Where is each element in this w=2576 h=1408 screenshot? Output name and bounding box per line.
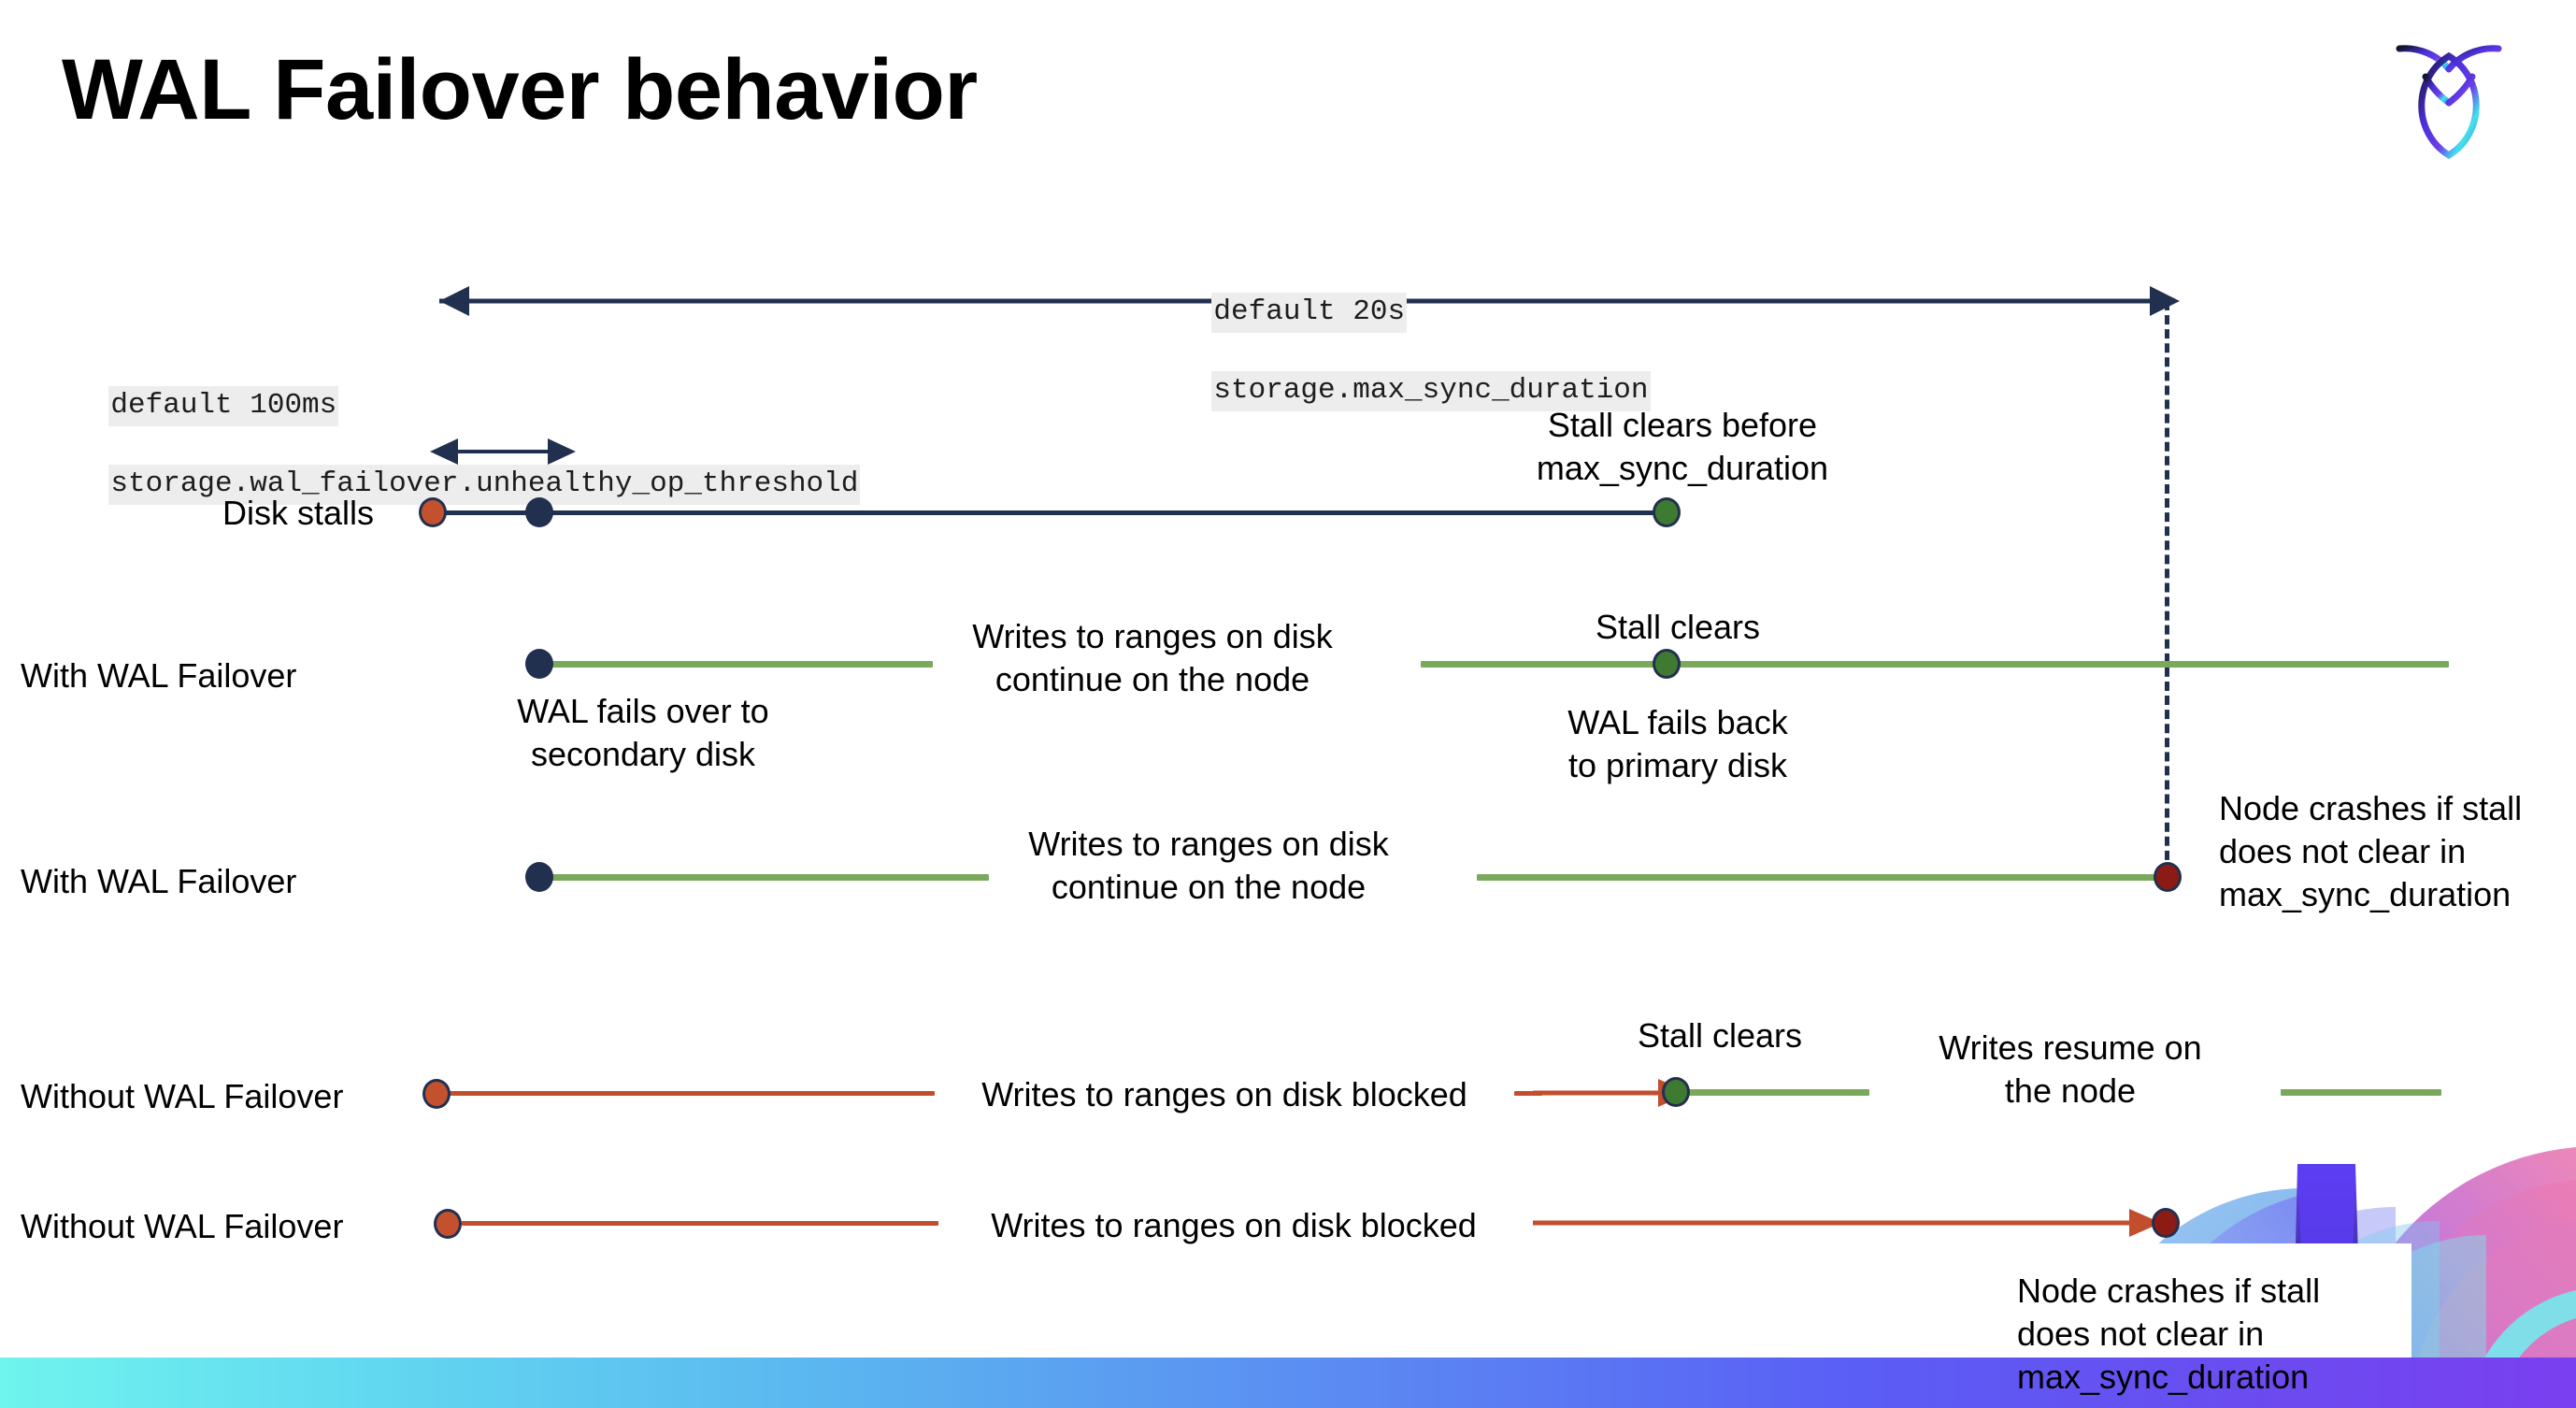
without-wal-2-stall-start-dot bbox=[434, 1209, 462, 1239]
disk-stalls-timeline-segment bbox=[432, 510, 1675, 515]
without-wal-1-blocked-segment-mid bbox=[1514, 1091, 1542, 1096]
disk-stall-clears-dot bbox=[1653, 497, 1681, 527]
note-stall-clears-1: Stall clears bbox=[1595, 608, 1761, 646]
without-wal-2-node-crash-arrow bbox=[1533, 1209, 2161, 1237]
note-writes-continue-on-node-1: Writes to ranges on disk continue on the… bbox=[972, 617, 1333, 699]
without-wal-1-blocked-segment-left bbox=[447, 1091, 935, 1096]
wal-failover-2-segment-left bbox=[540, 874, 989, 881]
cockroachdb-logo-icon bbox=[2388, 28, 2510, 164]
row-label-with-wal-failover-1: With WAL Failover bbox=[21, 656, 297, 695]
unhealthy-default-label: default 100ms bbox=[108, 385, 339, 426]
disk-stall-failover-trigger-dot bbox=[525, 497, 553, 527]
unhealthy-setting-label: storage.wal_failover.unhealthy_op_thresh… bbox=[108, 464, 861, 505]
without-wal-1-stall-start-dot bbox=[422, 1079, 451, 1109]
without-wal-2-node-crash-dot bbox=[2152, 1208, 2180, 1238]
note-writes-blocked-1: Writes to ranges on disk blocked bbox=[981, 1075, 1467, 1113]
page-title: WAL Failover behavior bbox=[62, 42, 978, 137]
wal-failover-1-segment-right bbox=[1421, 661, 2449, 668]
note-wal-fails-over-to-secondary-disk: WAL fails over to secondary disk bbox=[517, 692, 769, 774]
without-wal-1-resume-segment-tail bbox=[2281, 1089, 2441, 1096]
wal-failover-2-failover-dot bbox=[525, 862, 553, 892]
wal-failover-2-segment-right bbox=[1477, 874, 2170, 881]
row-label-without-wal-failover-1: Without WAL Failover bbox=[21, 1077, 344, 1115]
wal-failover-1-stall-clears-dot bbox=[1653, 649, 1681, 679]
max-sync-duration-dashed-connector bbox=[2165, 301, 2169, 888]
without-wal-1-resume-segment bbox=[1682, 1089, 1869, 1096]
unhealthy-op-threshold-annotation: default 100ms storage.wal_failover.unhea… bbox=[39, 348, 861, 543]
wal-failover-2-node-crash-dot bbox=[2154, 862, 2182, 892]
note-stall-clears-before-max-sync: Stall clears before max_sync_duration bbox=[1536, 406, 1829, 488]
note-writes-continue-on-node-2: Writes to ranges on disk continue on the… bbox=[1028, 825, 1389, 907]
row-label-with-wal-failover-2: With WAL Failover bbox=[21, 862, 297, 900]
wal-failover-1-segment-left bbox=[540, 661, 933, 668]
note-stall-clears-2: Stall clears bbox=[1637, 1016, 1803, 1055]
note-writes-resume-on-node: Writes resume on the node bbox=[1939, 1028, 2202, 1111]
note-wal-fails-back-to-primary-disk: WAL fails back to primary disk bbox=[1567, 703, 1788, 785]
max-sync-default-label: default 20s bbox=[1211, 292, 1408, 333]
note-writes-blocked-2: Writes to ranges on disk blocked bbox=[991, 1206, 1477, 1244]
without-wal-2-blocked-segment-left bbox=[462, 1221, 938, 1226]
row-label-without-wal-failover-2: Without WAL Failover bbox=[21, 1207, 344, 1245]
wal-failover-1-failover-dot bbox=[525, 649, 553, 679]
note-node-crashes-1: Node crashes if stall does not clear in … bbox=[2219, 789, 2523, 914]
disk-stall-start-dot bbox=[419, 497, 447, 527]
note-node-crashes-2: Node crashes if stall does not clear in … bbox=[2017, 1272, 2321, 1397]
max-sync-setting-label: storage.max_sync_duration bbox=[1211, 370, 1651, 411]
bottom-gradient-bar bbox=[0, 1358, 2576, 1408]
row-label-disk-stalls: Disk stalls bbox=[222, 494, 375, 532]
max-sync-duration-annotation: default 20s storage.max_sync_duration bbox=[1142, 254, 1651, 450]
without-wal-1-stall-clears-dot bbox=[1662, 1077, 1690, 1107]
unhealthy-op-threshold-span-arrow bbox=[430, 438, 576, 465]
